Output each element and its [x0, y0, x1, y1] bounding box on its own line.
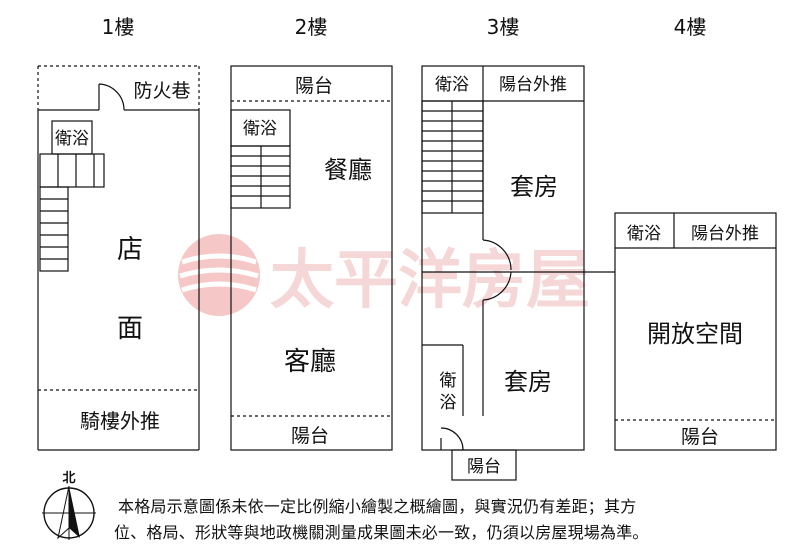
compass-label: 北 [62, 471, 75, 486]
watermark-text: 太平洋房屋 [270, 244, 590, 318]
room-label-balcony-bottom: 陽台 [291, 425, 329, 447]
room-label-balcony-extension: 陽台外推 [499, 75, 567, 95]
room-label-open-space: 開放空間 [647, 320, 743, 348]
room-label-fire-lane: 防火巷 [133, 80, 190, 102]
disclaimer-line-1: 本格局示意圖係未依一定比例縮小繪製之概繪圖，與實況仍有差距；其方 [118, 497, 637, 516]
floor-1-title: 1樓 [102, 15, 135, 39]
floor-4-plan [614, 212, 777, 451]
room-label-bathroom-vertical-2: 浴 [440, 393, 457, 413]
room-label-bathroom: 衛浴 [55, 129, 89, 149]
disclaimer: 本格局示意圖係未依一定比例縮小繪製之概繪圖，與實況仍有差距；其方 位、格局、形狀… [114, 494, 798, 546]
room-label-bathroom-top: 衛浴 [435, 75, 469, 95]
floor-4-title: 4樓 [674, 15, 707, 39]
floor-2-plan [230, 65, 393, 451]
room-label-bathroom-vertical-1: 衛 [440, 371, 457, 391]
room-label-balcony: 陽台 [467, 457, 501, 477]
room-label-balcony-top: 陽台 [295, 75, 333, 97]
disclaimer-line-2: 位、格局、形狀等與地政機關測量成果圖未必一致，仍須以房屋現場為準。 [114, 523, 649, 542]
room-label-dining: 餐廳 [324, 156, 372, 184]
room-label-shop-2: 面 [117, 314, 143, 344]
room-label-bathroom: 衛浴 [627, 224, 661, 244]
room-label-balcony: 陽台 [681, 426, 719, 448]
room-label-suite-top: 套房 [510, 173, 558, 201]
room-label-arcade: 騎樓外推 [80, 409, 160, 433]
floor-3-plan [421, 65, 615, 481]
room-label-bathroom: 衛浴 [243, 119, 277, 139]
room-label-balcony-extension: 陽台外推 [691, 224, 759, 244]
floor-3-title: 3樓 [487, 15, 520, 39]
watermark: 太平洋房屋 [178, 234, 590, 318]
floor-2-title: 2樓 [295, 15, 328, 39]
room-label-living: 客廳 [284, 347, 336, 377]
north-compass-icon: 北 [42, 471, 96, 540]
watermark-logo-icon [178, 234, 260, 316]
room-label-shop-1: 店 [117, 235, 143, 265]
room-label-suite-bottom: 套房 [504, 368, 552, 396]
floor-1-plan [37, 65, 200, 451]
